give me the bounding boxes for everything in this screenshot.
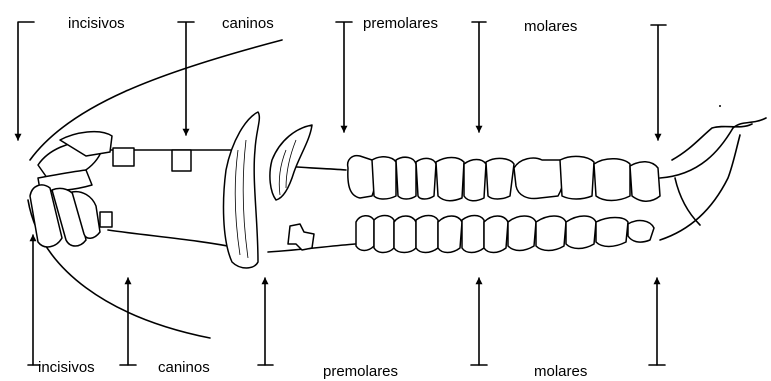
upper-molars-label: molares [524, 18, 577, 35]
upper-molar-teeth [514, 156, 660, 201]
canine-teeth [224, 112, 314, 268]
upper-premolar-teeth [348, 156, 514, 201]
lower-incisors-bracket [28, 235, 40, 365]
upper-incisors-bracket [18, 22, 34, 140]
lower-canines-bracket [120, 278, 273, 365]
upper-incisor-small-2 [172, 150, 191, 171]
upper-premolars-bracket [336, 22, 486, 132]
lower-canines-label: caninos [158, 359, 210, 376]
upper-incisor-small [113, 148, 134, 166]
upper-premolars-label: premolares [363, 15, 438, 32]
upper-canines-label: caninos [222, 15, 274, 32]
lower-premolars-bracket [471, 278, 487, 365]
lower-molars-bracket [649, 278, 665, 365]
lower-premolars-label: premolares [323, 363, 398, 380]
lower-incisor-small [100, 212, 112, 227]
lower-premolar-teeth [356, 216, 484, 253]
speck-dot [719, 105, 721, 107]
upper-incisors-label: incisivos [68, 15, 125, 32]
lower-molar-teeth [484, 216, 654, 253]
lower-molars-label: molares [534, 363, 587, 380]
upper-molars-bracket [651, 25, 666, 140]
lower-incisors-label: incisivos [38, 359, 95, 376]
upper-canines-bracket [178, 22, 194, 135]
